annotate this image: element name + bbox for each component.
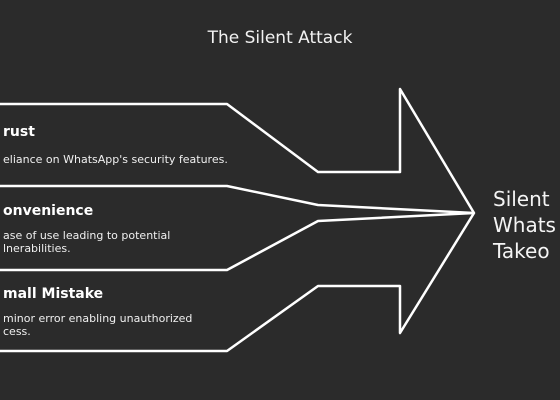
item-mistake-heading: mall Mistake (3, 286, 104, 302)
upper-divider-line (0, 184, 475, 215)
lower-divider-line (0, 211, 475, 272)
item-convenience-description: ase of use leading to potential lnerabil… (3, 229, 171, 255)
item-mistake-description: minor error enabling unauthorized cess. (3, 312, 193, 338)
item-trust-description: eliance on WhatsApp's security features. (3, 153, 228, 166)
diagram-title: The Silent Attack (207, 28, 353, 48)
item-trust-heading: rust (3, 124, 35, 140)
outcome-label: Silent Whats Takeo (493, 187, 556, 263)
item-convenience-heading: onvenience (3, 203, 94, 219)
